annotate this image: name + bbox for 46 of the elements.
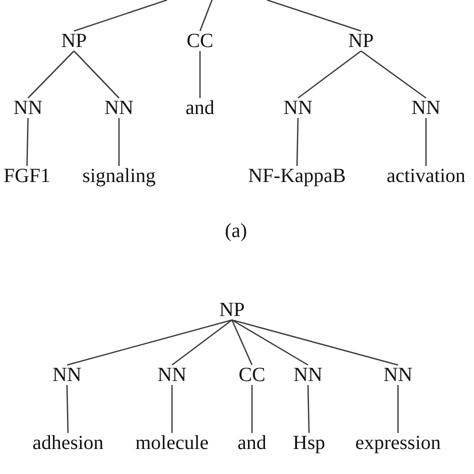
tree-branch xyxy=(296,118,299,166)
tree-branch xyxy=(232,319,308,366)
word-token: and xyxy=(186,98,214,118)
tree-branch xyxy=(26,118,29,166)
tree-branch xyxy=(232,319,398,366)
word-token: expression xyxy=(355,433,441,453)
tree-branch xyxy=(266,0,362,32)
constituent-tag: NN xyxy=(14,98,42,118)
constituent-tag: NN xyxy=(284,98,312,118)
tree-branch xyxy=(172,319,232,366)
constituent-tag: NN xyxy=(104,98,134,118)
word-token: signaling xyxy=(82,166,156,186)
tree-branch xyxy=(397,385,399,433)
tree-branch xyxy=(298,50,362,99)
word-token: and xyxy=(238,433,266,453)
constituent-tag: NP xyxy=(348,31,374,51)
subfigure-label: (a) xyxy=(224,221,248,241)
tree-branch xyxy=(199,0,213,32)
tree-branch xyxy=(231,320,253,366)
tree-branch xyxy=(118,118,120,166)
tree-branch xyxy=(74,50,120,98)
word-token: activation xyxy=(386,166,466,186)
constituent-tag: CC xyxy=(238,365,266,385)
tree-branch xyxy=(425,118,427,166)
tree-branch xyxy=(28,50,74,98)
constituent-tag: NN xyxy=(384,365,412,385)
word-token: NF-KappaB xyxy=(248,166,346,186)
tree-branch xyxy=(66,384,69,434)
tree-branch xyxy=(74,0,168,32)
constituent-tag: NN xyxy=(158,365,186,385)
tree-branch xyxy=(199,51,201,98)
constituent-tag: NN xyxy=(52,365,82,385)
tree-branch xyxy=(360,50,426,99)
constituent-tag: NP xyxy=(61,31,87,51)
word-token: Hsp xyxy=(292,433,326,453)
constituent-tag: NN xyxy=(412,98,440,118)
tree-branch xyxy=(171,385,173,433)
constituent-tag: NP xyxy=(219,300,245,320)
constituent-tag: NN xyxy=(294,365,322,385)
word-token: FGF1 xyxy=(4,166,50,186)
constituent-tag: CC xyxy=(186,31,214,51)
word-token: molecule xyxy=(135,433,209,453)
tree-branch xyxy=(66,319,232,366)
word-token: adhesion xyxy=(32,433,104,453)
tree-branch xyxy=(251,385,253,433)
tree-branch xyxy=(307,384,310,434)
